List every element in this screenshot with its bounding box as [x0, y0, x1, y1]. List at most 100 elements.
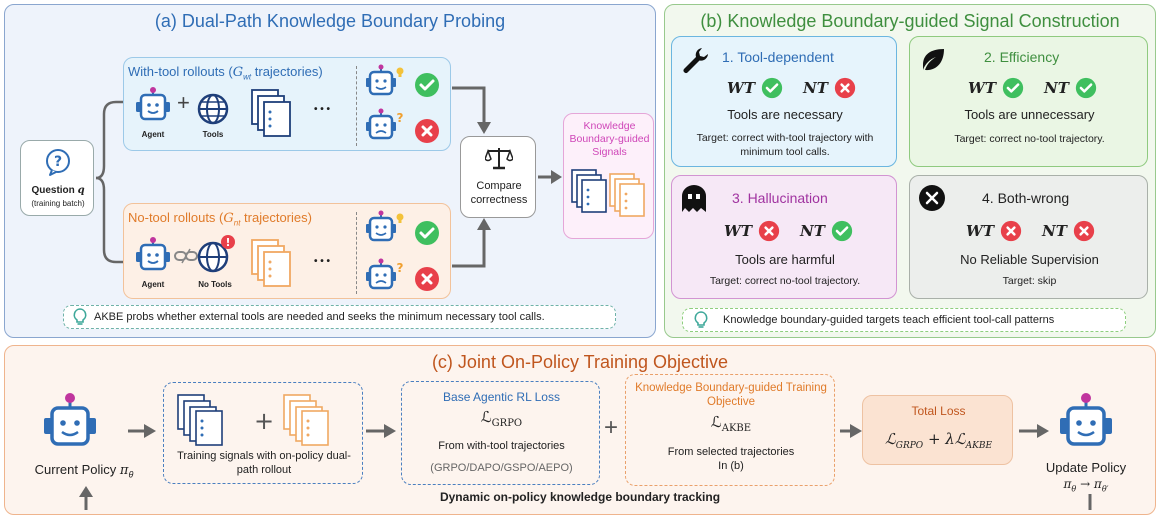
with-tool-rollouts: With-tool rollouts (Gwt trajectories) Ag…: [123, 57, 451, 151]
card1-title: 1. Tool-dependent: [722, 49, 834, 65]
total-loss-box: Total Loss ℒGRPO + λℒAKBE: [862, 395, 1013, 465]
card-efficiency: 2. Efficiency WT NT Tools are unnecessar…: [909, 36, 1148, 167]
base-loss-title: Base Agentic RL Loss: [443, 390, 560, 404]
card3-desc: Tools are harmful: [735, 252, 835, 267]
cross-icon: [415, 119, 439, 143]
arrow-4: [1019, 424, 1049, 438]
trajectory-docs-icon: [251, 89, 291, 137]
check-icon: [415, 73, 439, 97]
ellipsis: • • •: [314, 256, 331, 267]
card1-desc: Tools are necessary: [727, 107, 843, 122]
current-policy-robot-icon: [44, 393, 96, 446]
agent-robot-icon: [136, 237, 170, 271]
nt-label: NT: [1044, 79, 1069, 97]
no-tool-title: No-tool rollouts (Gnt trajectories): [128, 210, 312, 228]
cross-icon: [834, 77, 856, 99]
no-tools-label: No Tools: [198, 280, 232, 289]
question-card: ? Question q (training batch): [20, 140, 94, 216]
question-icon: ?: [46, 149, 70, 176]
tracking-caption: Dynamic on-policy knowledge boundary tra…: [439, 490, 721, 504]
base-loss-formula: ℒGRPO: [480, 408, 523, 429]
panel-a-title: (a) Dual-Path Knowledge Boundary Probing: [154, 11, 506, 31]
balance-scale-icon: [485, 148, 513, 170]
svg-text:?: ?: [397, 261, 404, 275]
cross-icon: [1000, 220, 1022, 242]
check-icon: [415, 221, 439, 245]
globe-tools-icon: [197, 93, 229, 125]
nt-label: NT: [803, 79, 828, 97]
arrow-1: [128, 424, 156, 438]
idea-robot-icon: [366, 64, 404, 96]
with-tool-title: With-tool rollouts (Gwt trajectories): [128, 64, 323, 82]
wrench-icon: [683, 48, 708, 73]
card3-target: Target: correct no-tool trajectory.: [709, 275, 861, 287]
total-loss-title: Total Loss: [911, 404, 966, 418]
lightbulb-icon: [73, 308, 87, 325]
card2-title: 2. Efficiency: [984, 49, 1060, 65]
compare-card: Compare correctness: [460, 136, 536, 218]
signals-docs-icon: [571, 169, 645, 217]
confused-robot-icon: ?: [366, 108, 404, 140]
check-icon: [831, 220, 853, 242]
wt-label: WT: [968, 79, 997, 97]
wt-label: WT: [966, 222, 995, 240]
panel-a-note: AKBE probs whether external tools are ne…: [63, 305, 616, 329]
check-icon: [1002, 77, 1024, 99]
confused-robot-icon: ?: [366, 258, 404, 290]
question-label: Question: [31, 185, 75, 196]
card-hallucination: 3. Hallucination WT NT Tools are harmful…: [671, 175, 897, 299]
card4-desc: No Reliable Supervision: [960, 252, 1099, 267]
broken-link-icon: [174, 248, 198, 264]
agent-label: Agent: [141, 280, 165, 289]
nt-label: NT: [800, 222, 825, 240]
question-var: q: [77, 185, 85, 196]
panel-a-note-text: AKBE probs whether external tools are ne…: [94, 311, 545, 323]
feedback-loop-left: [79, 486, 93, 510]
question-sub: (training batch): [31, 199, 85, 208]
signals-card: Knowledge Boundary-guided Signals: [563, 113, 654, 239]
wt-label: WT: [724, 222, 753, 240]
update-policy-formula: πθ → πθ′: [1063, 477, 1109, 494]
feedback-loop-right: [1088, 494, 1092, 510]
kb-objective-title: Knowledge Boundary-guided Training Objec…: [635, 382, 827, 408]
training-docs-icon: +: [177, 394, 329, 446]
kb-objective-box: Knowledge Boundary-guided Training Objec…: [625, 374, 835, 486]
leaf-icon: [923, 49, 944, 71]
globe-no-tools-icon: !: [197, 235, 235, 273]
arrow-3: [840, 424, 862, 438]
panel-b-note: Knowledge boundary-guided targets teach …: [682, 308, 1126, 332]
check-icon: [1075, 77, 1097, 99]
no-tool-rollouts: No-tool rollouts (Gnt trajectories) Agen…: [123, 203, 451, 299]
card2-target: Target: correct no-tool trajectory.: [954, 133, 1105, 145]
card-both-wrong: 4. Both-wrong WT NT No Reliable Supervis…: [909, 175, 1148, 299]
panel-c-title: (c) Joint On-Policy Training Objective: [431, 352, 729, 372]
panel-b-title: (b) Knowledge Boundary-guided Signal Con…: [700, 11, 1120, 31]
training-signals-caption: Training signals with on-policy dual-pat…: [177, 450, 351, 476]
arrow-to-signals: [538, 170, 562, 184]
x-circle-icon: [919, 185, 945, 211]
ghost-icon: [682, 185, 706, 212]
cross-icon: [1073, 220, 1095, 242]
arrow-2: [366, 424, 396, 438]
kb-objective-desc: From selected trajectories In (b): [667, 446, 795, 472]
card4-target: Target: skip: [1002, 275, 1057, 287]
svg-text:+: +: [254, 407, 274, 435]
tools-label: Tools: [202, 130, 224, 139]
agent-robot-icon: [136, 87, 170, 121]
lightbulb-icon: [694, 311, 708, 328]
current-policy-label: Current Policy πθ: [34, 462, 134, 480]
nt-label: NT: [1042, 222, 1067, 240]
merge-arrows: [452, 86, 491, 268]
signals-label: Knowledge Boundary-guided Signals: [569, 120, 650, 158]
training-signals-box: + Training signals with on-policy dual-p…: [163, 382, 363, 484]
base-loss-box: Base Agentic RL Loss ℒGRPO From with-too…: [401, 381, 600, 485]
cross-icon: [415, 267, 439, 291]
update-policy-robot-icon: [1060, 393, 1112, 446]
idea-robot-icon: [366, 210, 404, 242]
ellipsis: • • •: [314, 104, 331, 115]
kb-objective-formula: ℒAKBE: [710, 413, 752, 434]
base-loss-methods: (GRPO/DAPO/GSPO/AEPO): [430, 462, 573, 474]
plus-operator: +: [604, 414, 619, 441]
svg-text:!: !: [225, 236, 230, 249]
plus-sign: +: [177, 90, 190, 115]
